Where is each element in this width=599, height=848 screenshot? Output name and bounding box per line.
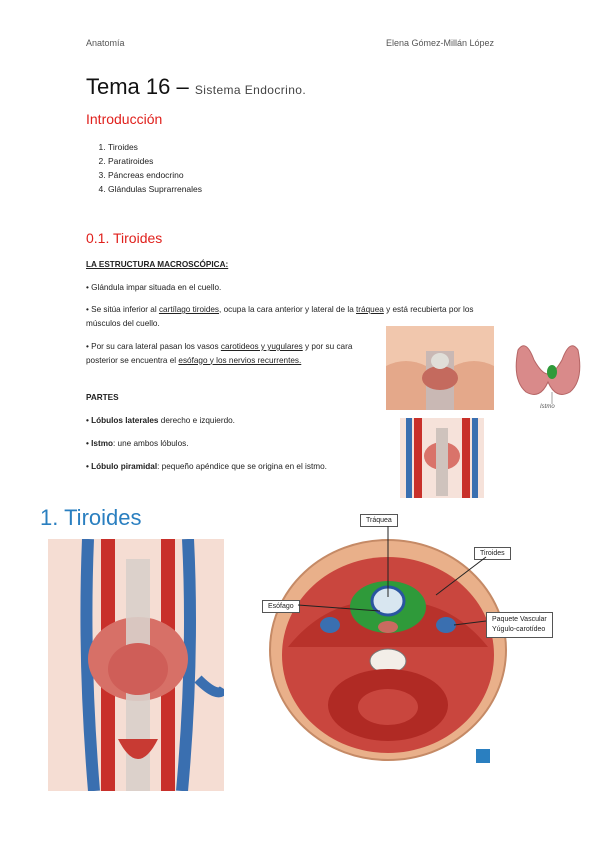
label-tiroides: Tiroides	[474, 547, 511, 560]
list-item: Páncreas endocrino	[108, 168, 202, 182]
link-esofago: esófago y los nervios recurrentes.	[178, 355, 302, 365]
thyroid-anatomy-illustration	[48, 538, 229, 792]
link-traquea: tráquea	[356, 305, 384, 314]
page-title: Tema 16 – Sistema Endocrino.	[86, 74, 306, 100]
link-vasos: carotideos y yugulares	[220, 342, 303, 351]
part-3: • Lóbulo piramidal: pequeño apéndice que…	[86, 462, 327, 471]
thyroid-gland-illustration: Istmo	[508, 330, 592, 410]
label-traquea: Tráquea	[360, 514, 398, 527]
label-paquete-vascular: Paquete Vascular Yúgulo-carotídeo	[486, 612, 553, 638]
partes-heading: PARTES	[86, 393, 119, 402]
logo-badge	[476, 749, 490, 763]
part-2: • Istmo: une ambos lóbulos.	[86, 439, 189, 448]
neck-illustration	[386, 326, 494, 410]
part-1: • Lóbulos laterales derecho e izquierdo.	[86, 416, 235, 425]
list-item: Glándulas Suprarrenales	[108, 182, 202, 196]
paragraph-2: • Se sitúa inferior al cartílago tiroide…	[86, 305, 474, 328]
section-subheading: LA ESTRUCTURA MACROSCÓPICA:	[86, 260, 229, 269]
intro-heading: Introducción	[86, 111, 163, 127]
paragraph-3: • Por su cara lateral pasan los vasos ca…	[86, 342, 353, 365]
title-main: Tema 16 –	[86, 74, 189, 99]
vessels-illustration	[400, 418, 484, 498]
slide-title: 1. Tiroides	[40, 505, 142, 530]
header-right: Elena Gómez-Millán López	[386, 38, 495, 48]
label-esofago: Esófago	[262, 600, 300, 613]
title-sub: Sistema Endocrino.	[194, 83, 307, 97]
callout-lines	[297, 526, 487, 626]
istmo-label: Istmo	[540, 404, 555, 410]
header-left: Anatomía	[86, 38, 125, 48]
neck-cross-section	[268, 537, 508, 763]
section-heading: 0.1. Tiroides	[86, 230, 163, 246]
list-item: Tiroides	[108, 140, 202, 154]
intro-list: Tiroides Paratiroides Páncreas endocrino…	[86, 140, 202, 196]
list-item: Paratiroides	[108, 154, 202, 168]
link-cartilago: cartílago tiroides	[158, 305, 220, 314]
slide-figure: 1. Tiroides	[36, 499, 593, 792]
paragraph-1: • Glándula impar situada en el cuello.	[86, 283, 222, 292]
